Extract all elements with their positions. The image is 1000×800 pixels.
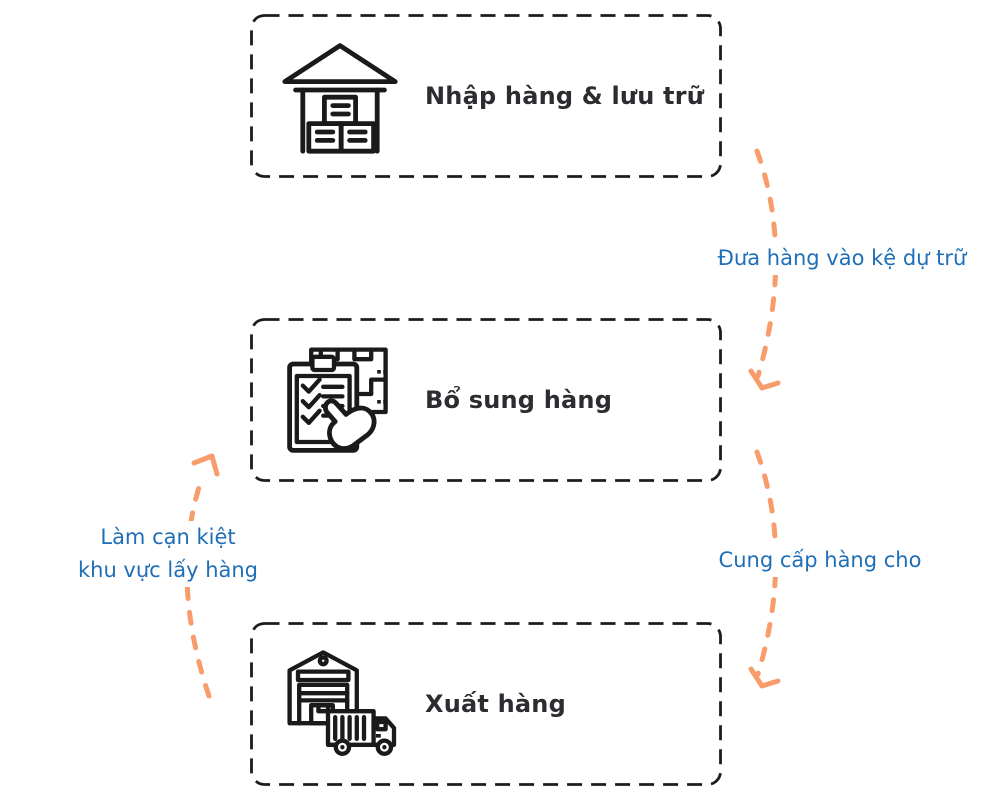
warehouse-icon bbox=[282, 43, 398, 154]
flow-box-replenish: Bổ sung hàng bbox=[250, 318, 722, 482]
arrow-label-line: Làm cạn kiệt bbox=[100, 525, 236, 549]
box-label-ship: Xuất hàng bbox=[425, 690, 566, 718]
arrow-label-put-to-reserve-shelf: Đưa hàng vào kệ dự trữ bbox=[711, 242, 973, 275]
flow-box-ship: Xuất hàng bbox=[250, 622, 722, 786]
arrow-label-line: Cung cấp hàng cho bbox=[718, 548, 922, 572]
flow-box-receive-store: Nhập hàng & lưu trữ bbox=[250, 14, 722, 178]
arrow-replenish-to-ship-arrowhead bbox=[748, 666, 781, 689]
arrow-ship-to-replenish bbox=[184, 481, 212, 699]
arrow-label-line: khu vực lấy hàng bbox=[77, 558, 259, 582]
replenishment-checklist-icon bbox=[287, 347, 388, 453]
dashed-box-border bbox=[250, 622, 722, 786]
box-label-replenish: Bổ sung hàng bbox=[425, 386, 613, 414]
arrow-receive-to-replenish-arrowhead bbox=[748, 368, 781, 391]
arrow-label-supply-goods-to: Cung cấp hàng cho bbox=[712, 544, 928, 577]
dashed-box-border bbox=[250, 318, 722, 482]
arrow-label-line: Đưa hàng vào kệ dự trữ bbox=[717, 246, 967, 270]
truck-loading-icon bbox=[287, 650, 397, 756]
arrow-label-deplete-picking-area: Làm cạn kiệt khu vực lấy hàng bbox=[71, 521, 265, 587]
box-label-receive-store: Nhập hàng & lưu trữ bbox=[425, 82, 705, 110]
dashed-box-border bbox=[250, 14, 722, 178]
arrow-ship-to-replenish-arrowhead bbox=[191, 453, 220, 477]
